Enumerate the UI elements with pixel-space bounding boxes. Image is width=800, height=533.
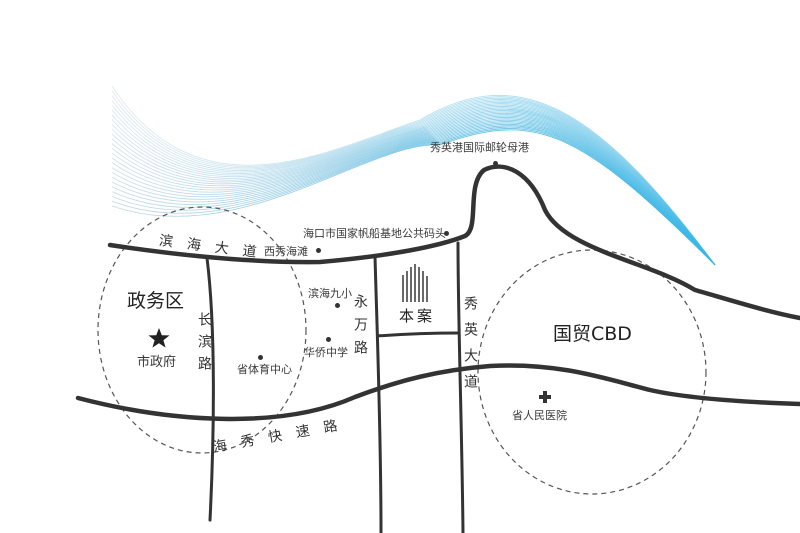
wave-line bbox=[111, 123, 716, 266]
cityhall-label: 市政府 bbox=[137, 355, 177, 370]
building-icon bbox=[402, 264, 428, 302]
wave-line bbox=[111, 100, 716, 266]
binhai-road bbox=[107, 164, 800, 321]
wave-line bbox=[111, 90, 716, 266]
wave-line bbox=[111, 122, 716, 266]
changbin-road bbox=[205, 256, 215, 522]
sea-waves bbox=[111, 85, 716, 266]
beach-dot bbox=[316, 248, 321, 253]
wave-line bbox=[111, 104, 716, 266]
wave-line bbox=[111, 118, 716, 266]
wave-line bbox=[111, 111, 716, 266]
wave-line bbox=[111, 114, 716, 266]
cbd-zone-circle bbox=[477, 249, 707, 495]
wave-line bbox=[111, 126, 716, 266]
xiuying-road-label: 秀英大道 bbox=[462, 296, 478, 400]
sailing-dot bbox=[444, 231, 449, 236]
project-label: 本案 bbox=[399, 307, 436, 325]
changbin-road-label: 长滨路 bbox=[196, 312, 212, 378]
medical-cross-icon bbox=[539, 391, 551, 403]
yongwan-road-label: 永万路 bbox=[352, 294, 368, 363]
primary-label: 滨海九小 bbox=[308, 287, 352, 300]
middle-label: 华侨中学 bbox=[304, 346, 348, 359]
wave-line bbox=[111, 113, 716, 266]
wave-line bbox=[111, 95, 716, 266]
xiuying-road bbox=[456, 241, 465, 533]
yongwan-road bbox=[373, 254, 383, 533]
wave-line bbox=[111, 119, 716, 266]
sailing-label: 海口市国家帆船基地公共码头 bbox=[303, 227, 446, 240]
wave-line bbox=[111, 99, 716, 266]
star-icon bbox=[148, 328, 170, 348]
wave-line bbox=[111, 107, 716, 266]
wave-line bbox=[111, 85, 716, 266]
gov-zone-circle bbox=[97, 206, 307, 454]
wave-line bbox=[111, 108, 716, 266]
connector-road bbox=[376, 331, 461, 338]
wave-line bbox=[111, 103, 716, 266]
middle-dot bbox=[326, 337, 331, 342]
primary-dot bbox=[335, 303, 340, 308]
haixiu-expressway bbox=[75, 363, 800, 422]
port-dot bbox=[493, 161, 498, 166]
sports-dot bbox=[258, 355, 263, 360]
wave-line bbox=[111, 110, 716, 266]
wave-line bbox=[111, 128, 716, 266]
beach-label: 西秀海滩 bbox=[264, 245, 308, 258]
sports-label: 省体育中心 bbox=[237, 363, 292, 376]
wave-line bbox=[111, 115, 716, 266]
wave-line bbox=[111, 121, 716, 266]
hospital-label: 省人民医院 bbox=[512, 409, 567, 422]
wave-line bbox=[111, 129, 716, 266]
wave-line bbox=[111, 117, 716, 266]
gov-zone-label: 政务区 bbox=[127, 290, 185, 312]
port-label: 秀英港国际邮轮母港 bbox=[430, 141, 529, 154]
wave-line bbox=[111, 106, 716, 266]
wave-line bbox=[111, 101, 716, 266]
cbd-zone-label: 国贸CBD bbox=[553, 323, 632, 345]
wave-line bbox=[111, 125, 716, 266]
